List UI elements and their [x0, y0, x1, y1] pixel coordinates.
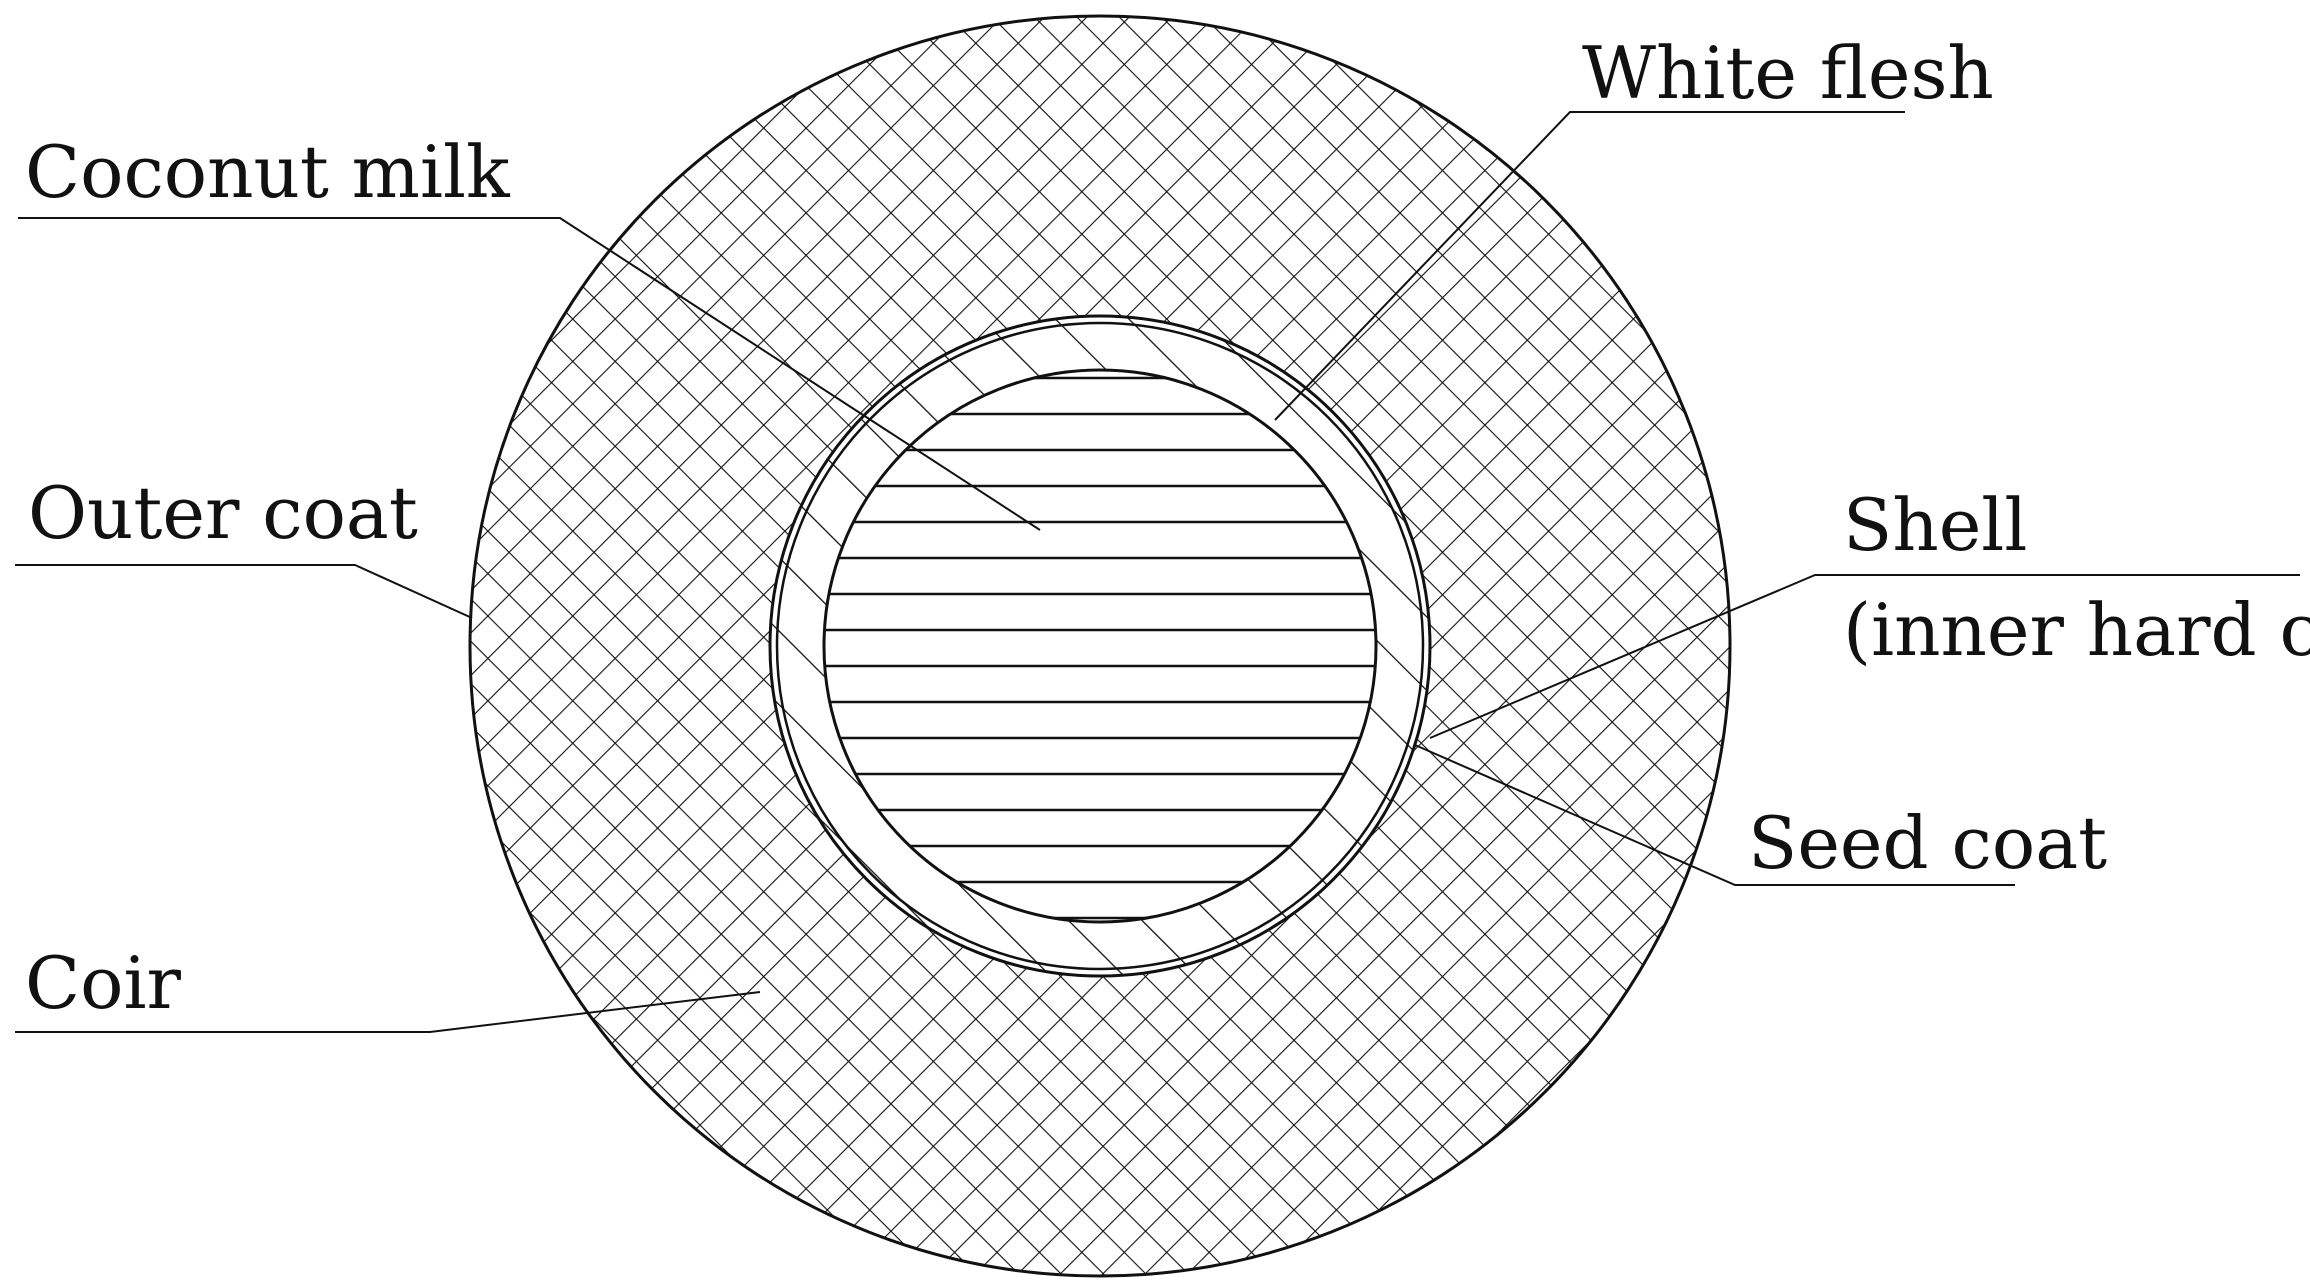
label-shell: Shell — [1843, 483, 2027, 567]
label-seed-coat: Seed coat — [1748, 801, 2107, 885]
leader-outer-coat — [15, 564, 473, 619]
label-coconut-milk: Coconut milk — [25, 130, 511, 214]
seed-coat-ring — [775, 321, 1425, 971]
leader-coir — [15, 991, 761, 1033]
label-shell-subtitle: (inner hard coat) — [1843, 588, 2310, 672]
leader-coconut-milk — [18, 217, 1041, 531]
leader-seed-coat — [1414, 744, 2015, 886]
label-white-flesh: White flesh — [1582, 31, 1994, 115]
leader-shell — [1429, 574, 2300, 739]
label-outer-coat: Outer coat — [28, 471, 418, 555]
coconut-milk-hatch — [824, 370, 1376, 922]
leader-white-flesh — [1274, 111, 1905, 421]
label-coir: Coir — [25, 941, 181, 1025]
